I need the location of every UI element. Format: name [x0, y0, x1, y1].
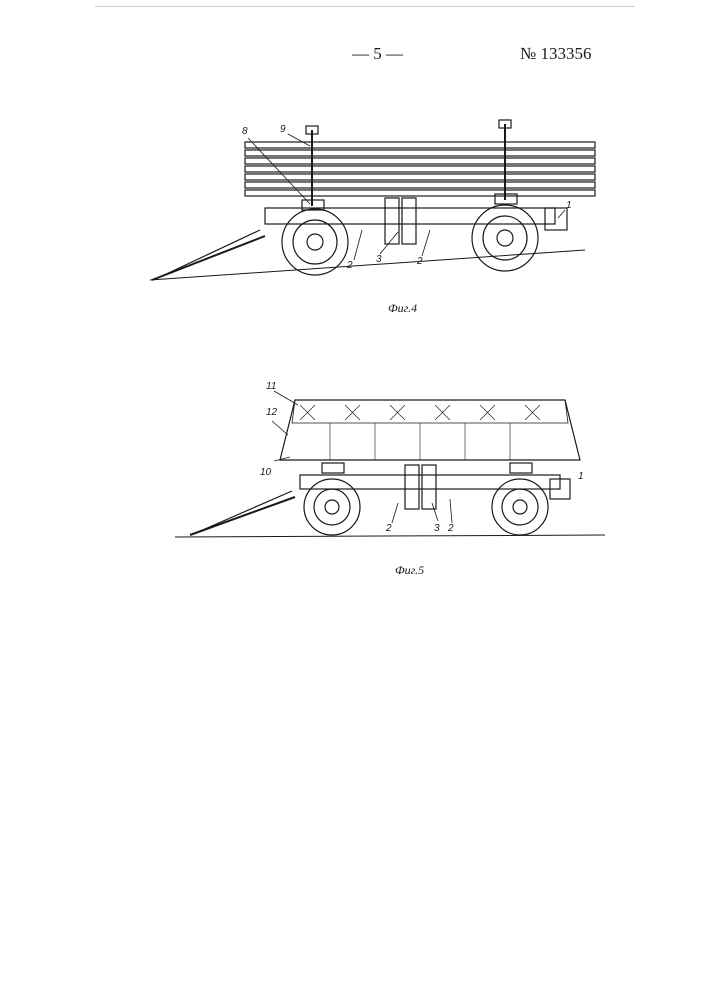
fig4-label-3: 3 [376, 254, 382, 265]
figure-4-drawing: 8 9 1 2 3 2 [140, 110, 610, 300]
fig5-label-1: 1 [578, 471, 584, 482]
pipe-bundle [245, 142, 595, 196]
fig4-label-9: 9 [280, 124, 286, 135]
patent-number: № 133356 [520, 44, 591, 64]
page-top-rule [95, 6, 635, 7]
fig5-label-12: 12 [266, 407, 278, 418]
figure-5-drawing: 12 11 10 1 2 3 2 [170, 375, 610, 545]
fig5-label-2b: 2 [447, 523, 454, 534]
fig4-label-1: 1 [566, 200, 572, 211]
fig4-label-2b: 2 [416, 256, 423, 267]
figure-4-caption: Фиг.4 [388, 301, 417, 316]
fig4-label-2: 2 [346, 260, 353, 271]
page-number: — 5 — [352, 44, 403, 64]
fig5-label-3: 3 [434, 523, 440, 534]
fig5-label-11: 11 [266, 381, 276, 392]
figure-5-caption: Фиг.5 [395, 563, 424, 578]
fig5-label-2: 2 [385, 523, 392, 534]
fig4-label-8: 8 [242, 126, 248, 137]
fig5-label-10: 10 [260, 467, 272, 478]
